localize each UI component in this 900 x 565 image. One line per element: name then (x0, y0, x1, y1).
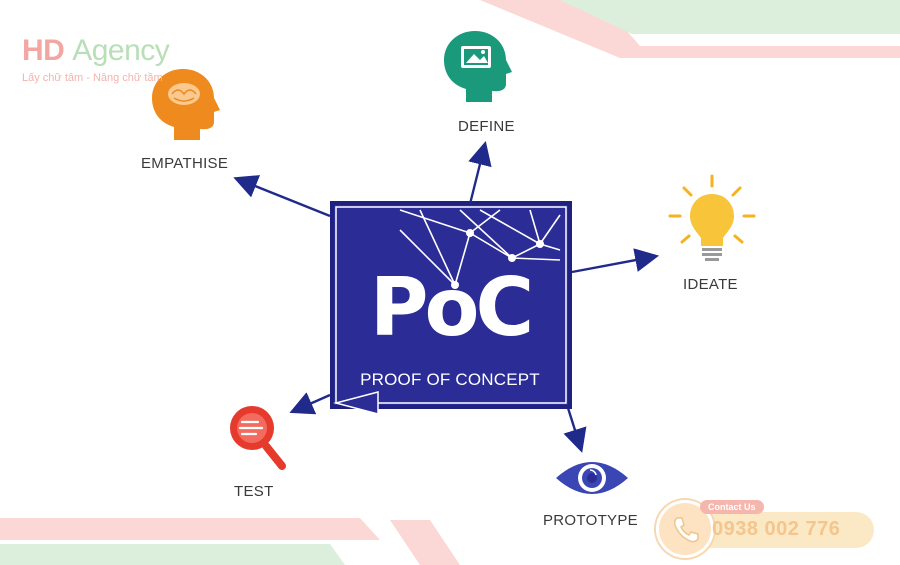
stage-label-define: DEFINE (458, 118, 515, 135)
brand-hd: HD (22, 34, 65, 67)
arrows (233, 141, 660, 453)
poc-center-box (330, 201, 572, 415)
stage-label-prototype: PROTOTYPE (543, 512, 638, 529)
network-lines (399, 209, 561, 286)
eye-icon (556, 462, 628, 494)
contact-tag: Contact Us (700, 500, 764, 514)
stage-label-empathise: EMPATHISE (141, 155, 229, 172)
arrow-prototype (563, 407, 587, 453)
head-brain-icon (152, 69, 220, 140)
arrow-empathise (233, 175, 331, 218)
magnifier-icon (230, 406, 286, 470)
contact-phone-number[interactable]: 0938 002 776 (712, 518, 841, 540)
poc-subtitle: PROOF OF CONCEPT (360, 370, 540, 389)
stage-label-test: TEST (234, 483, 274, 500)
arrow-define (468, 141, 492, 205)
brand-agency: Agency (72, 34, 170, 67)
brand-logo: HD Agency (22, 34, 170, 68)
head-image-icon (444, 31, 512, 102)
stage-label-ideate: IDEATE (683, 276, 738, 293)
arrow-ideate (571, 248, 660, 274)
arrow-test (289, 392, 331, 415)
lightbulb-icon (668, 174, 756, 261)
brand-tagline: Lấy chữ tâm - Nâng chữ tầm (22, 72, 163, 84)
poc-title: PoC (369, 261, 534, 354)
